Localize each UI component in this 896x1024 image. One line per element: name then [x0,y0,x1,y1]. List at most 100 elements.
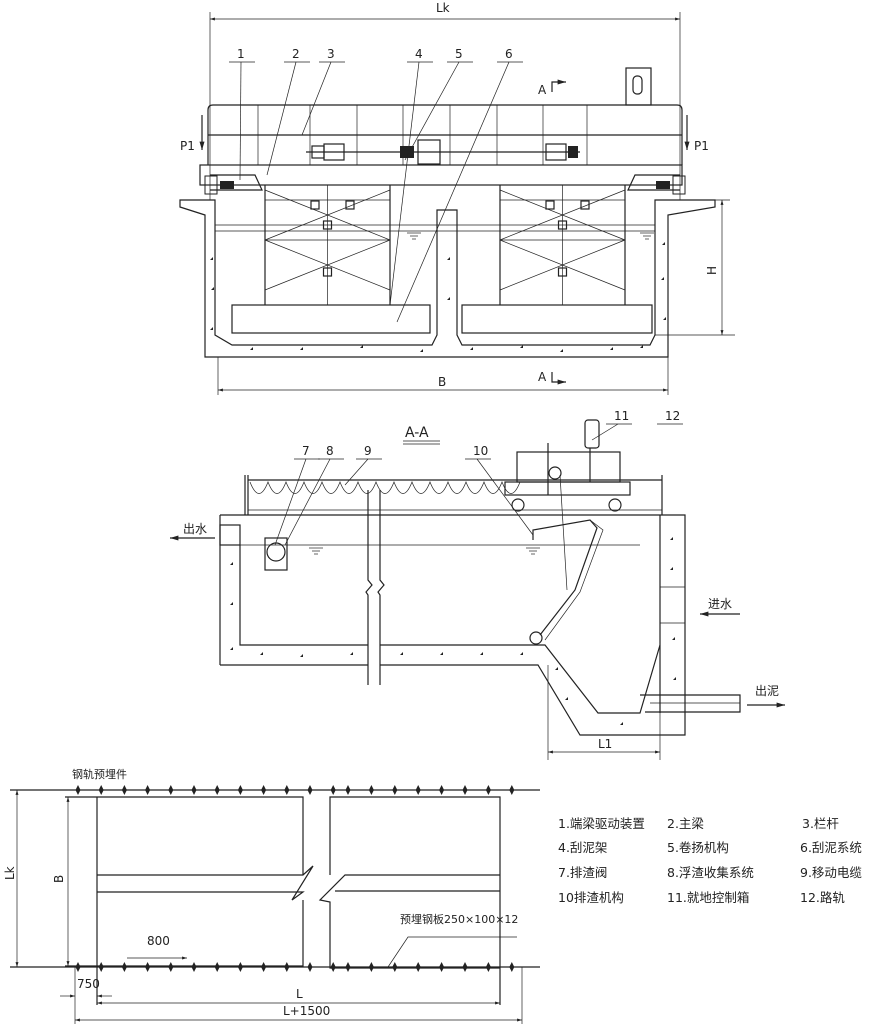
section-arrow-bottom [551,372,566,385]
concrete-speck [230,602,233,605]
dim-h-label: H [705,266,719,275]
frame-brace [499,189,626,241]
tank-left [65,796,314,967]
concrete-speck [555,667,558,670]
frame-gusset [557,220,568,230]
legend-item: 8.浮渣收集系统 [667,865,754,880]
callout-leader [389,61,420,306]
concrete-speck [300,654,303,657]
callout-leader [266,61,297,176]
legend-item: 7.排渣阀 [558,865,607,880]
concrete-speck [230,562,233,565]
callout-leader [239,61,242,181]
scraper-base-left [231,304,431,334]
scraper-pivot [529,631,543,645]
concrete-speck [662,242,665,245]
dim-b-label: B [438,375,446,389]
callout-number: 6 [505,47,513,61]
frame-gusset [322,220,333,230]
rail-embed-label: 钢轨预埋件 [72,767,127,781]
skimmer-housing [264,537,288,571]
concrete-speck [210,327,213,330]
callout-leader [476,458,534,536]
callout-leader [396,61,510,323]
rail-embedded-part [191,785,197,795]
concrete-speck [360,345,363,348]
rail-embedded-part [261,785,267,795]
scraper-frames [264,185,626,305]
rail-embedded-part [261,962,267,972]
hoist-cable [559,474,568,591]
callout-number: 4 [415,47,423,61]
rail-embedded-part [121,962,127,972]
rail-embedded-part [368,962,374,972]
control-box-window [632,75,643,95]
control-box [625,67,652,106]
dim-lk-label: Lk [436,1,450,15]
callout-leader [404,61,460,161]
water-level-marks [309,547,540,555]
motor-right [656,181,670,189]
rail-embedded-part [214,785,220,795]
concrete-speck [300,347,303,350]
concrete-speck [470,347,473,350]
callout-number: 11 [614,409,629,423]
winch-drum [323,143,345,161]
motor-left [220,181,234,189]
plan-dim-b-label: B [52,875,66,883]
rail-embedded-part [368,785,374,795]
rail-embedded-part [307,785,313,795]
dim-750-label: 750 [77,977,100,991]
dim-800-label: 800 [147,934,170,948]
frame-brace [264,239,391,291]
concrete-speck [520,652,523,655]
section-mark-top: A [538,83,547,97]
plate-leader [387,936,517,968]
frame-gusset [557,267,568,277]
cable-pipe [365,490,385,685]
callout-leader [344,458,369,486]
wheel-right [672,175,686,195]
rail-embedded-part [485,785,491,795]
rail-embedded-part [415,785,421,795]
rail-embedded-parts [75,785,515,972]
pool-inner [239,545,661,714]
callout-number: 3 [327,47,335,61]
concrete-speck [670,567,673,570]
rail-embedded-part [345,785,351,795]
legend-item: 3.栏杆 [802,816,839,831]
callout-leader [301,61,332,136]
scraper-arm [532,519,598,636]
legend-item: 5.卷扬机构 [667,840,729,855]
skimmer-pipe [266,542,286,562]
rail-embedded-part [168,785,174,795]
legend-item: 4.刮泥架 [558,840,607,855]
concrete-speck [420,349,423,352]
winch-coupling [400,146,414,158]
legend-item: 1.端梁驱动装置 [558,816,645,831]
rail-embedded-part [439,785,445,795]
end-drive-right [627,174,680,191]
section-view: A-A [170,409,785,760]
cart-platform [504,481,631,496]
pool-structure [179,199,716,358]
frame-gusset [310,200,320,210]
legend-item: 10排渣机构 [558,890,624,905]
rail-embedded-part [145,962,151,972]
legend: 1.端梁驱动装置 2.主梁 3.栏杆 4.刮泥架 5.卷扬机构 6.刮泥系统 7… [558,816,862,905]
dim-l-label: L [296,987,303,1001]
outlet-sludge-label: 出泥 [755,684,779,698]
callout-number: 12 [665,409,680,423]
tank-right [318,796,501,1005]
legend-item: 2.主梁 [667,816,704,831]
rail-embedded-part [462,962,468,972]
cart-wheel [511,498,525,512]
rail-embedded-part [330,785,336,795]
control-box-11 [584,419,600,449]
plan-view: 钢轨预埋件 Lk B 800 预埋钢板250×100×12 750 L L+15… [3,767,540,1024]
elevation-view: Lk P1 P1 A A [179,1,735,395]
legend-item: 11.就地控制箱 [667,890,749,905]
callout-leader [274,458,307,546]
scraper-base-right [461,304,653,334]
